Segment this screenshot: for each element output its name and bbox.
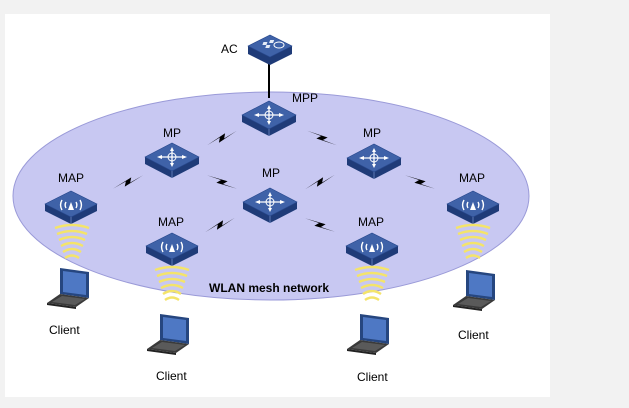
map-far-right-label: MAP (459, 171, 485, 185)
map-far-left-label: MAP (58, 171, 84, 185)
mpp-label: MPP (292, 91, 318, 105)
map-right-label: MAP (358, 215, 384, 229)
map-left-label: MAP (158, 215, 184, 229)
mp-center-label: MP (262, 166, 280, 180)
client-3-label: Client (357, 370, 388, 384)
mp-left-label: MP (163, 126, 181, 140)
client-1-label: Client (49, 323, 80, 337)
client-2-label: Client (156, 369, 187, 383)
mp-right-label: MP (363, 126, 381, 140)
ac-label: AC (221, 42, 238, 56)
client-4-label: Client (458, 328, 489, 342)
network-label: WLAN mesh network (209, 281, 329, 295)
